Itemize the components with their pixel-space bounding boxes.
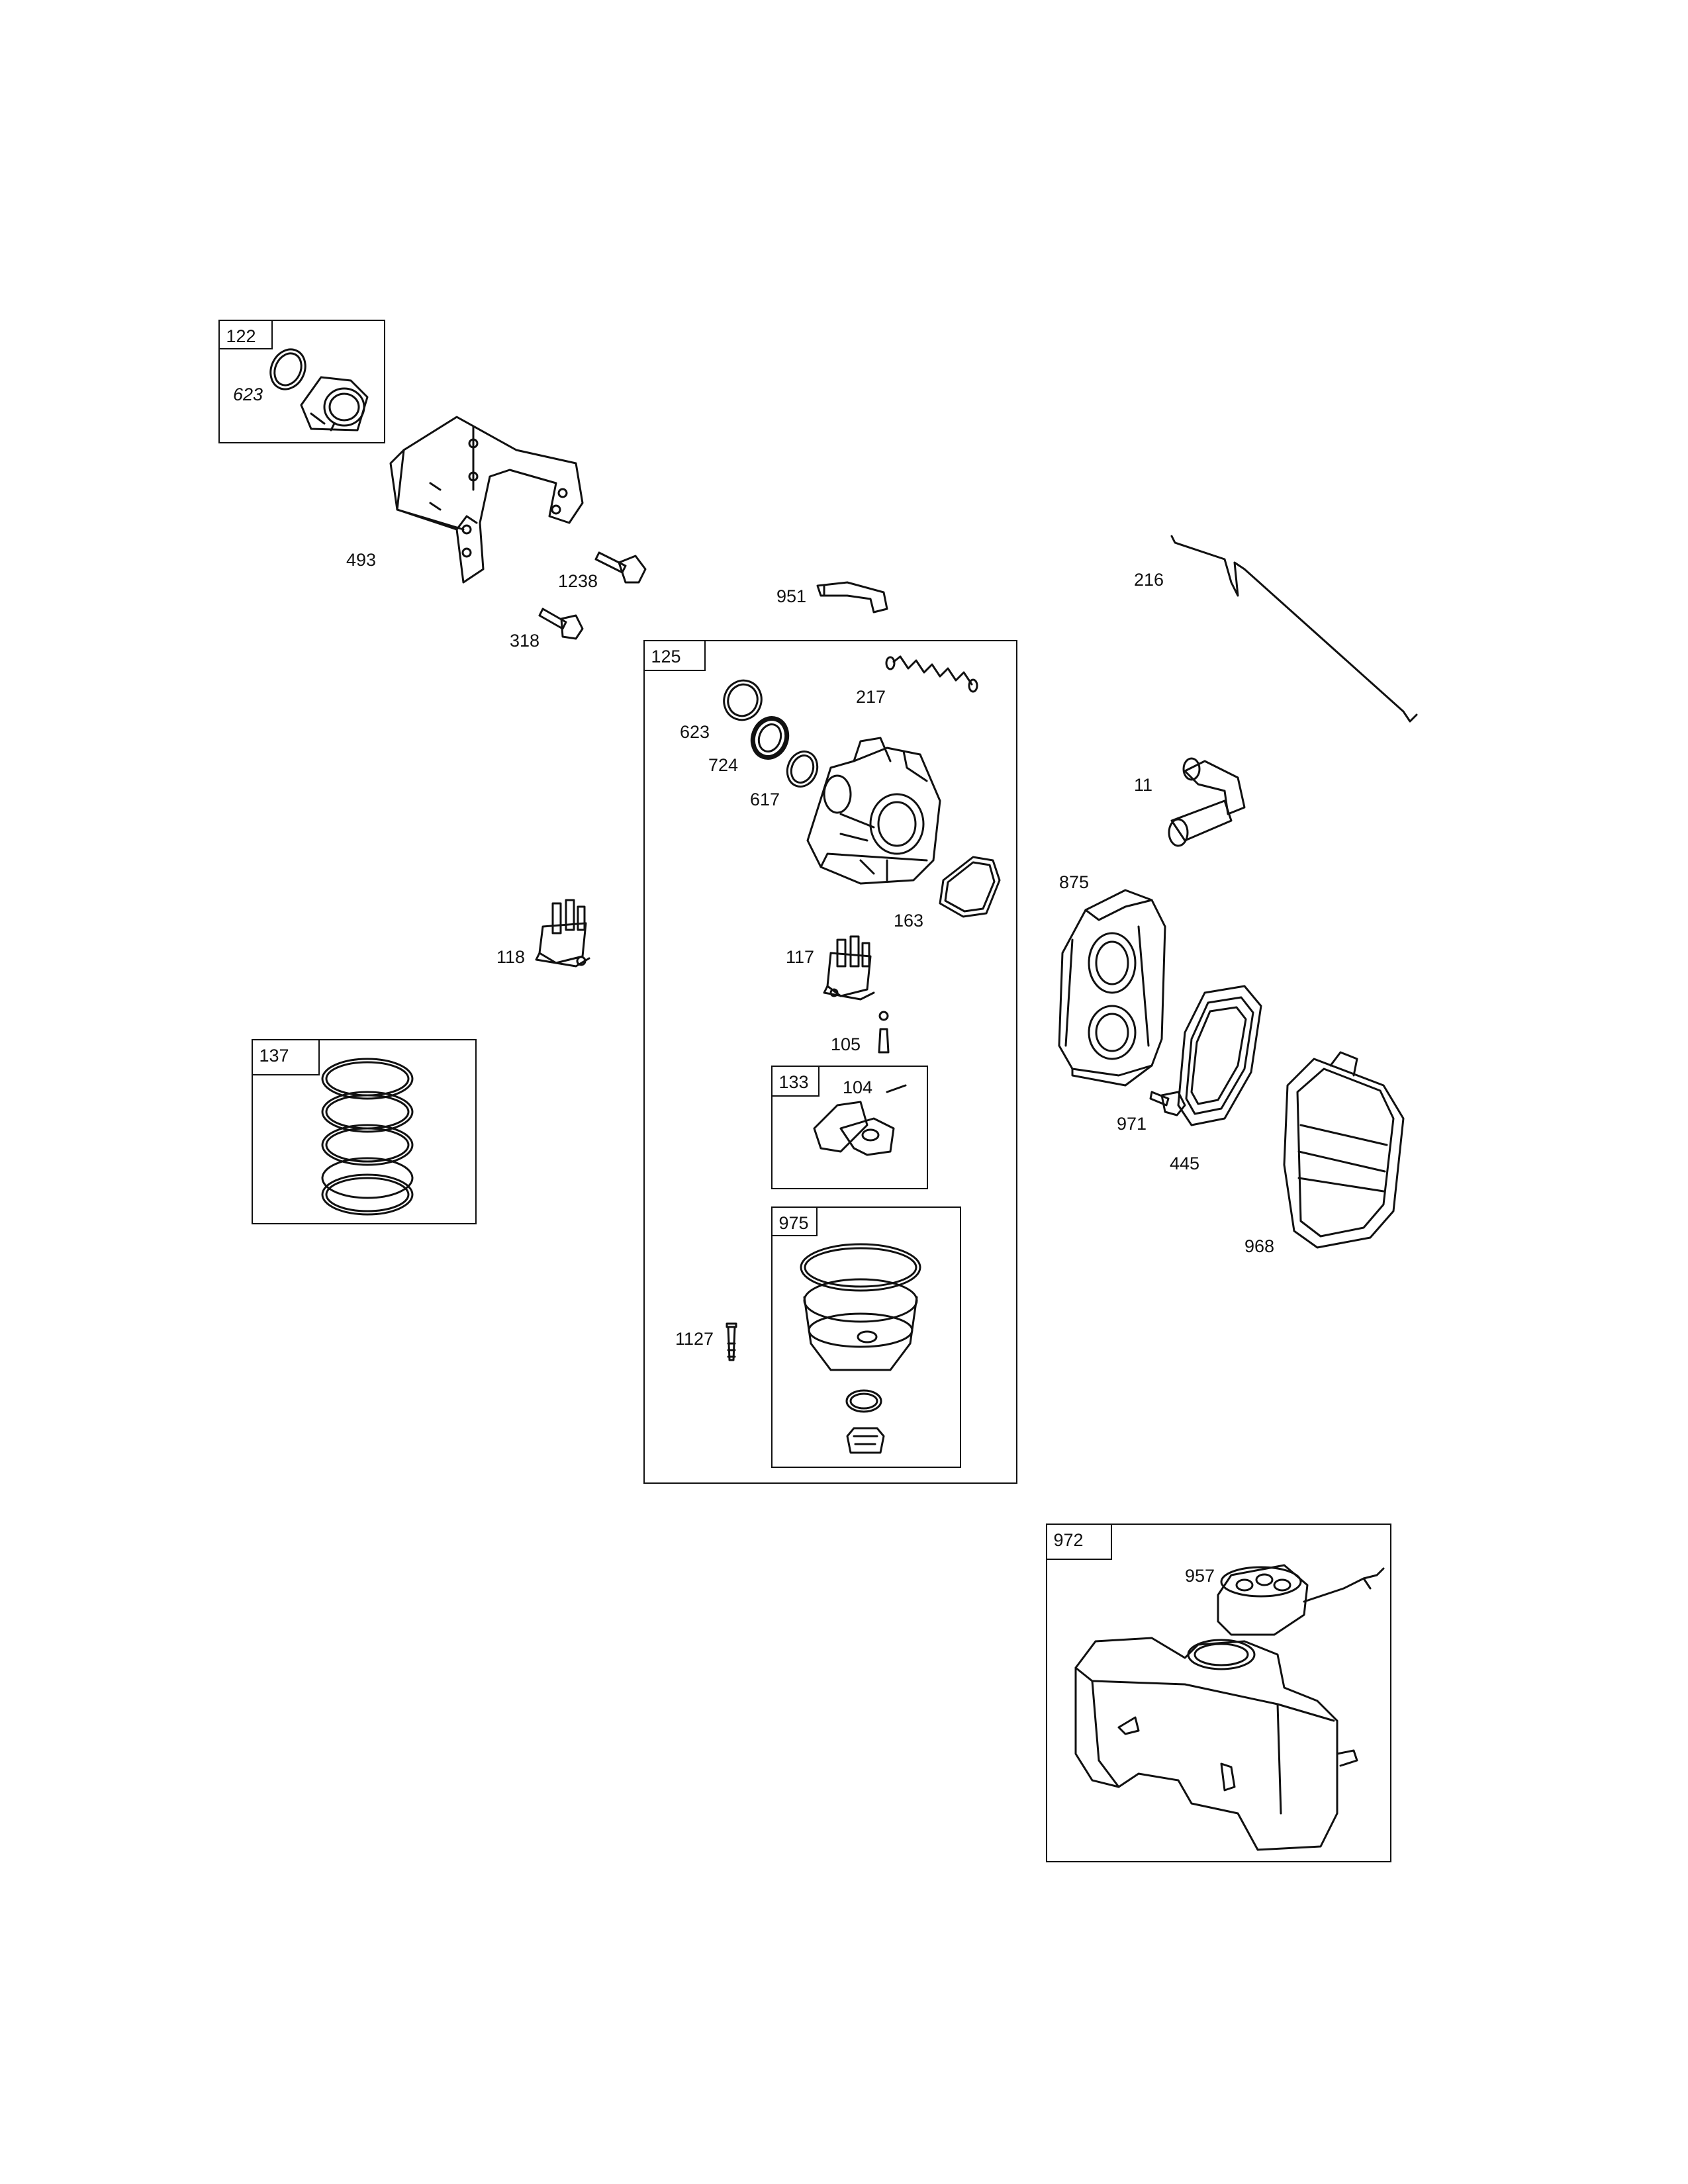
air-cleaner-base-drawing: [1058, 889, 1166, 1087]
kit-122-frame: 122: [218, 319, 385, 443]
kit-137-number: 137: [251, 1038, 320, 1075]
callout-971: 971: [1117, 1114, 1147, 1134]
kit-122-parts-drawing: [269, 348, 369, 432]
callout-118: 118: [496, 947, 526, 967]
link-rod-216-drawing: [1170, 535, 1418, 723]
callout-216: 216: [1134, 570, 1164, 590]
callout-11: 11: [1134, 775, 1153, 795]
callout-1127: 1127: [675, 1329, 714, 1349]
callout-445: 445: [1170, 1154, 1200, 1173]
callout-724: 724: [708, 755, 739, 775]
kit-972-number: 972: [1045, 1523, 1112, 1560]
callout-968: 968: [1244, 1236, 1275, 1256]
lever-951-drawing: [816, 581, 888, 614]
kit-122-number: 122: [218, 319, 273, 349]
breather-tube-drawing: [1168, 757, 1246, 847]
callout-957: 957: [1185, 1566, 1215, 1586]
air-cleaner-cover-drawing: [1283, 1051, 1405, 1249]
callout-1238: 1238: [558, 571, 598, 591]
kit-125-parts-drawing: [723, 655, 1001, 1054]
kit-133-frame: 133: [771, 1065, 928, 1189]
solenoid-118-drawing: [535, 899, 590, 968]
callout-617: 617: [750, 790, 780, 809]
kit-133-number: 133: [771, 1065, 820, 1097]
control-bracket-drawing: [389, 416, 584, 584]
kit-125-frame: 125: [643, 639, 1017, 1484]
callout-875: 875: [1059, 872, 1090, 892]
kit-975-parts-drawing: [726, 1243, 921, 1454]
callout-493: 493: [346, 550, 377, 570]
kit-972-frame: 972: [1045, 1523, 1391, 1862]
callout-623-kit-125: 623: [680, 722, 710, 742]
kit-975-number: 975: [771, 1206, 818, 1236]
bolt-1238-drawing: [594, 551, 647, 584]
kit-975-frame: 975: [771, 1206, 961, 1468]
callout-163: 163: [894, 911, 924, 931]
callout-104: 104: [843, 1077, 873, 1097]
callout-951: 951: [776, 586, 807, 606]
callout-117: 117: [786, 947, 815, 967]
kit-137-frame: 137: [251, 1038, 477, 1224]
kit-125-number: 125: [643, 639, 706, 671]
air-filter-drawing: [1177, 985, 1262, 1126]
callout-105: 105: [831, 1034, 861, 1054]
callout-623-kit-122: 623: [233, 385, 263, 404]
bolt-318-drawing: [538, 608, 584, 640]
callout-217: 217: [856, 687, 886, 707]
callout-318: 318: [510, 631, 540, 651]
kit-137-rings-drawing: [321, 1058, 414, 1216]
kit-972-fuel-tank-drawing: [1074, 1564, 1385, 1851]
kit-133-parts-drawing: [813, 1084, 907, 1156]
